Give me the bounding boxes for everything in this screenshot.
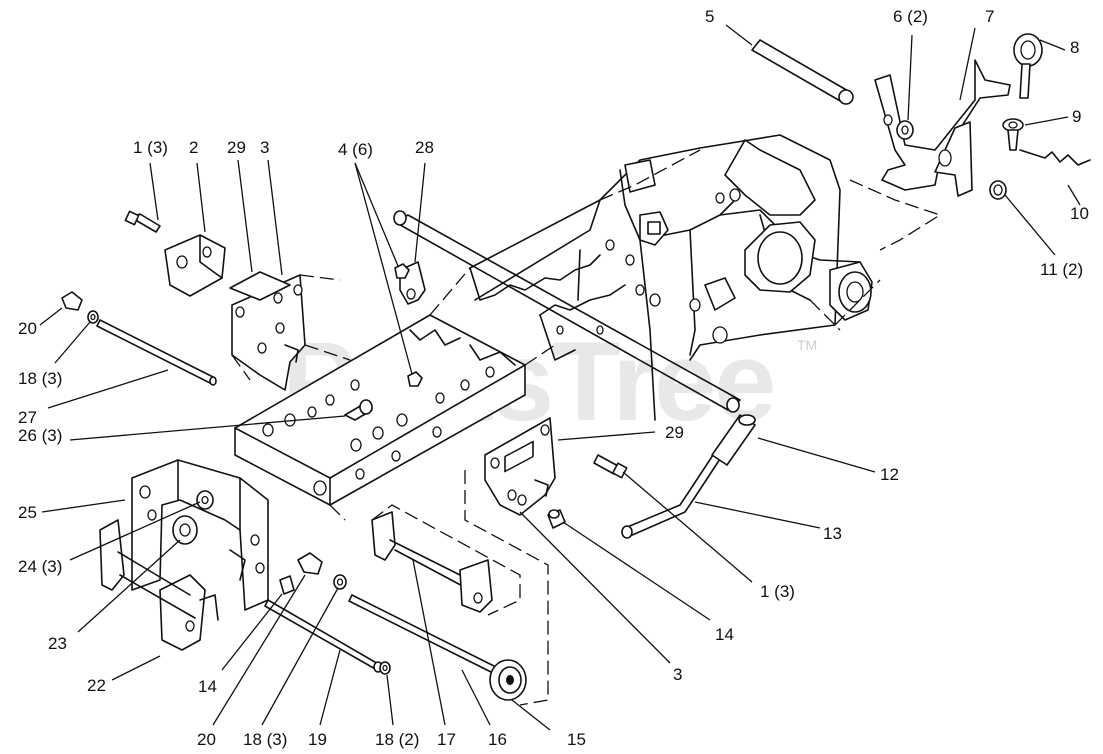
part-6-bushing [896, 120, 914, 140]
part-20-nut-upper [61, 291, 83, 311]
frame-axle-boss [757, 231, 803, 285]
part-22-lower-bracket [99, 519, 219, 651]
callout-6: 6 (2) [893, 7, 928, 26]
part-9-washer [1002, 118, 1024, 151]
callout-2: 2 [189, 138, 198, 157]
callout-7: 7 [985, 7, 994, 26]
callout-14-lower: 14 [198, 677, 217, 696]
callout-20-upper: 20 [18, 319, 37, 338]
part-8-eye-pin [1013, 33, 1043, 99]
part-7-hitch-bracket [874, 59, 1011, 197]
part-18-washer-upper [87, 310, 99, 324]
callout-19: 19 [308, 730, 327, 749]
part-23-roller [172, 515, 198, 545]
callout-26: 26 (3) [18, 426, 62, 445]
callout-17: 17 [437, 730, 456, 749]
main-frame-drawing [469, 134, 881, 421]
callout-3-lower: 3 [673, 665, 682, 684]
part-26-bolt [344, 399, 373, 421]
callout-23: 23 [48, 634, 67, 653]
callout-20-lower: 20 [197, 730, 216, 749]
part-3-lower-plate [464, 417, 556, 706]
callout-25: 25 [18, 503, 37, 522]
hitch-dashed-outline [849, 179, 942, 251]
long-shaft-rear [393, 210, 741, 413]
part-14-pin-lower [279, 575, 295, 595]
callout-29-lower: 29 [665, 423, 684, 442]
callout-24: 24 (3) [18, 557, 62, 576]
callout-14-right: 14 [715, 625, 734, 644]
callout-18-upper: 18 (3) [18, 369, 62, 388]
part-19-rod [264, 599, 383, 673]
callout-29-upper: 29 [227, 138, 246, 157]
callout-8: 8 [1070, 38, 1079, 57]
part-20-nut-lower [297, 552, 323, 575]
part-1-bolt-upper [124, 210, 161, 233]
part-10-hairpin [1019, 149, 1091, 166]
part-29-spacer-upper [229, 271, 291, 301]
callout-15: 15 [567, 730, 586, 749]
part-12-grip [711, 414, 756, 466]
callout-labels: 1 (3) 2 29 3 4 (6) 28 5 6 (2) 7 8 9 10 1… [18, 7, 1089, 749]
callout-27: 27 [18, 408, 37, 427]
part-18-washer-lower [333, 574, 391, 675]
callout-13: 13 [823, 524, 842, 543]
callout-12: 12 [880, 465, 899, 484]
callout-16: 16 [488, 730, 507, 749]
leader-lines [39, 24, 1081, 731]
part-4-nuts [394, 263, 423, 387]
callout-1-upper: 1 (3) [133, 138, 168, 157]
callout-18-lower: 18 (3) [243, 730, 287, 749]
part-11-retaining-ring [989, 180, 1007, 200]
part-25-pivot-bracket [131, 459, 269, 611]
callout-5: 5 [705, 7, 714, 26]
callout-4: 4 (6) [338, 140, 373, 159]
part-1-bolt-lower [593, 454, 628, 479]
part-5-pin [751, 39, 854, 105]
callout-10: 10 [1070, 204, 1089, 223]
part-2-bracket [164, 234, 226, 297]
part-15-pulley [489, 659, 527, 701]
part-27-rod [96, 319, 217, 386]
callout-18-pair: 18 (2) [375, 730, 419, 749]
part-14-pin-right [547, 509, 566, 529]
part-17-bracket [371, 504, 521, 616]
part-24-spacer [196, 490, 214, 510]
side-channel-frame [234, 267, 556, 521]
callout-1-lower: 1 (3) [760, 582, 795, 601]
callout-9: 9 [1072, 107, 1081, 126]
callout-3-upper: 3 [260, 138, 269, 157]
part-3-upper-plate [231, 274, 351, 391]
watermark-trademark: TM [797, 337, 817, 353]
callout-28: 28 [415, 138, 434, 157]
callout-22: 22 [87, 676, 106, 695]
callout-11: 11 (2) [1040, 260, 1083, 279]
part-13-handle-rod [621, 451, 723, 539]
